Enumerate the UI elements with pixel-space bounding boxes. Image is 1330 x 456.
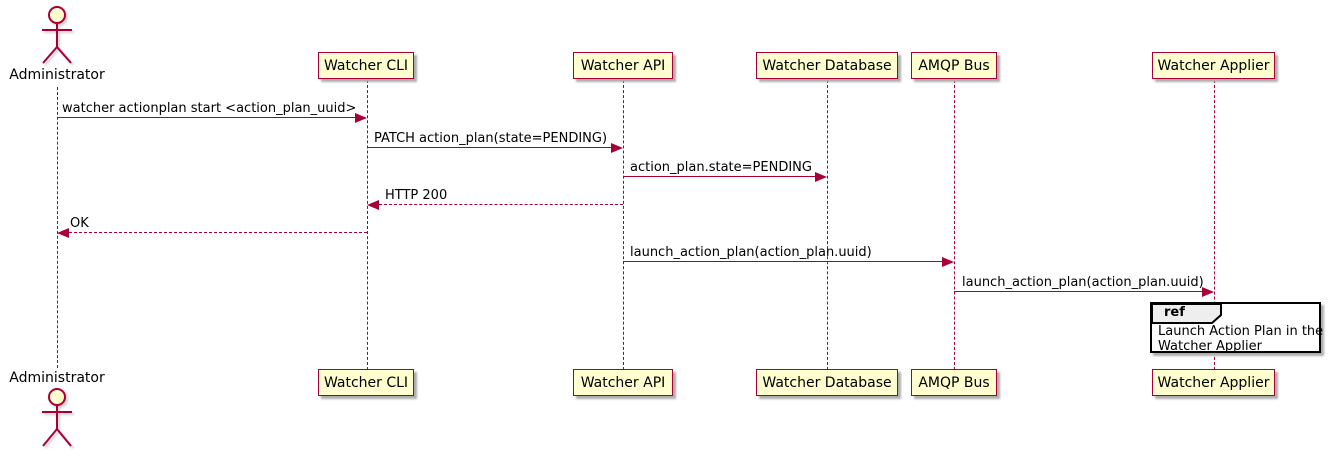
message-line bbox=[623, 261, 942, 262]
participant-watcher-api-bottom: Watcher API bbox=[573, 369, 673, 396]
lifeline-watcher-applier bbox=[1213, 80, 1215, 370]
message-label: watcher actionplan start <action_plan_uu… bbox=[62, 101, 357, 116]
lifeline-amqp-bus bbox=[953, 80, 955, 370]
message-label: PATCH action_plan(state=PENDING) bbox=[374, 131, 608, 146]
ref-keyword: ref bbox=[1164, 305, 1185, 320]
participant-amqp-bus-top: AMQP Bus bbox=[911, 52, 997, 79]
participant-watcher-api-top: Watcher API bbox=[573, 52, 673, 79]
participant-watcher-database-top: Watcher Database bbox=[756, 52, 898, 79]
message-line bbox=[379, 204, 623, 205]
participant-watcher-applier-bottom: Watcher Applier bbox=[1152, 369, 1275, 396]
participant-watcher-applier-top: Watcher Applier bbox=[1152, 52, 1275, 79]
participant-watcher-cli-top: Watcher CLI bbox=[318, 52, 414, 79]
arrowhead-icon bbox=[57, 228, 69, 238]
actor-label-bottom: Administrator bbox=[9, 370, 105, 386]
ref-text-line1: Launch Action Plan in the bbox=[1158, 324, 1324, 339]
ref-tab-icon bbox=[1151, 303, 1222, 324]
actor-icon bbox=[42, 6, 72, 64]
message-line bbox=[69, 232, 367, 233]
arrowhead-icon bbox=[1202, 287, 1214, 297]
lifeline-administrator bbox=[56, 87, 58, 368]
message-label: HTTP 200 bbox=[385, 188, 448, 203]
message-label: OK bbox=[70, 216, 89, 231]
message-label: launch_action_plan(action_plan.uuid) bbox=[630, 245, 872, 260]
arrowhead-icon bbox=[942, 257, 954, 267]
message-label: action_plan.state=PENDING bbox=[630, 160, 812, 175]
message-line bbox=[623, 176, 815, 177]
arrowhead-icon bbox=[611, 143, 623, 153]
ref-fragment: ref Launch Action Plan in the Watcher Ap… bbox=[1150, 302, 1324, 354]
actor-icon bbox=[42, 388, 72, 447]
participant-watcher-database-bottom: Watcher Database bbox=[756, 369, 898, 396]
actor-label-top: Administrator bbox=[9, 67, 105, 83]
message-line bbox=[367, 147, 611, 148]
arrowhead-icon bbox=[367, 200, 379, 210]
participant-watcher-cli-bottom: Watcher CLI bbox=[318, 369, 414, 396]
message-line bbox=[954, 291, 1202, 292]
arrowhead-icon bbox=[815, 172, 827, 182]
arrowhead-icon bbox=[355, 113, 367, 123]
lifeline-watcher-api bbox=[622, 80, 624, 370]
lifeline-watcher-database bbox=[826, 80, 828, 370]
lifeline-watcher-cli bbox=[366, 80, 368, 370]
participant-amqp-bus-bottom: AMQP Bus bbox=[911, 369, 997, 396]
message-line bbox=[57, 117, 356, 118]
message-label: launch_action_plan(action_plan.uuid) bbox=[962, 275, 1204, 290]
ref-text-line2: Watcher Applier bbox=[1158, 339, 1262, 354]
